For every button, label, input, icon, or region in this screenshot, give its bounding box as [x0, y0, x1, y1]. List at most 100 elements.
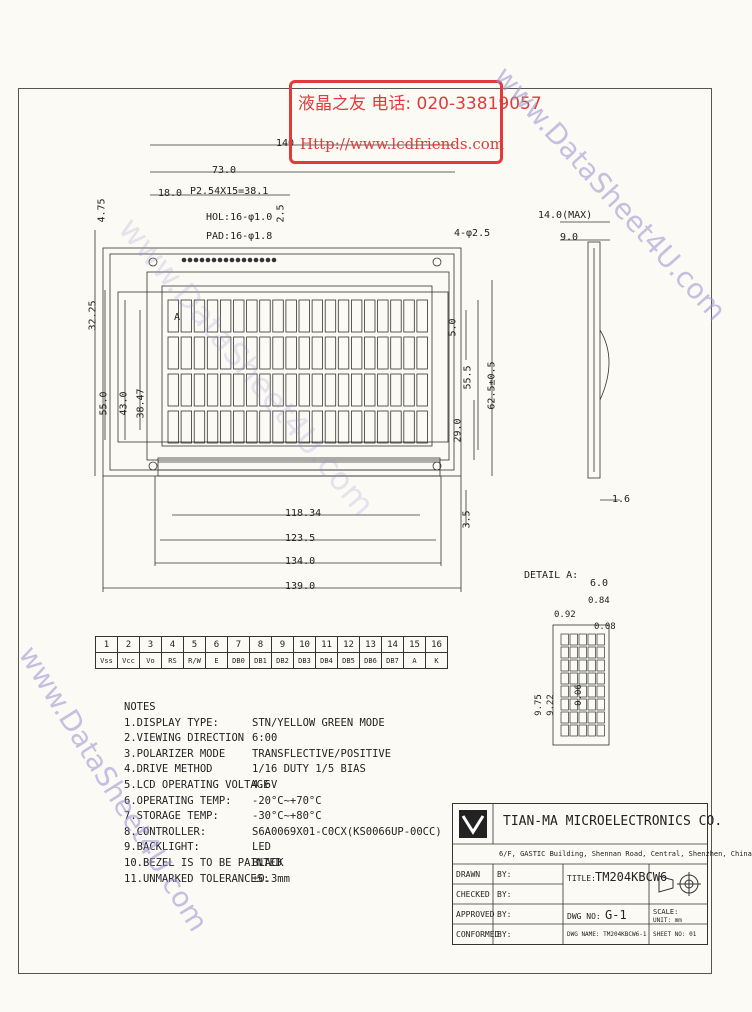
note-value: 1/16 DUTY 1/5 BIAS: [252, 763, 366, 776]
pin-number: 1: [95, 636, 118, 653]
character-cell: [364, 373, 376, 407]
drawn-label: DRAWN: [456, 870, 481, 879]
note-value: -20°C~+70°C: [252, 794, 322, 807]
dim-corner-hole: 4-φ2.5: [454, 228, 491, 239]
note-item: 9.BACKLIGHT:LED: [124, 840, 442, 856]
note-value: BLACK: [252, 856, 284, 869]
pin-number: 3: [139, 636, 162, 653]
detail-dot: [578, 724, 587, 737]
detail-dot: [587, 646, 596, 659]
dim-2-5: 2.5: [275, 204, 287, 223]
character-cell: [285, 410, 297, 444]
company-logo-icon: [459, 810, 487, 838]
detail-dot: [560, 724, 569, 737]
dim-139: 139.0: [285, 581, 316, 592]
character-cell: [377, 410, 389, 444]
character-cell: [206, 336, 219, 370]
pin-number: 12: [337, 636, 360, 653]
character-cell: [219, 373, 232, 407]
scale-label: SCALE:: [653, 908, 679, 916]
character-cell: [337, 373, 350, 407]
notes: NOTES 1.DISPLAY TYPE:STN/YELLOW GREEN MO…: [124, 700, 442, 887]
detail-dot: [587, 633, 596, 646]
character-cell: [416, 336, 428, 370]
character-cell: [377, 336, 389, 370]
character-cell: [272, 373, 284, 407]
character-cell: [246, 336, 258, 370]
detail-dot: [560, 646, 569, 659]
title-block: TIAN-MA MICROELECTRONICS CO. 6/F, GASTIC…: [452, 803, 752, 945]
character-cell: [259, 336, 271, 370]
conformed-label: CONFORMED: [456, 930, 500, 939]
character-cell: [246, 299, 258, 333]
detail-dot: [560, 633, 569, 646]
detail-dot: [569, 711, 578, 724]
character-cell: [337, 299, 350, 333]
pin-name: Vcc: [117, 652, 140, 669]
pin-name: DB4: [315, 652, 338, 669]
detail-0-84: 0.84: [588, 596, 610, 606]
pin-number: 5: [183, 636, 206, 653]
character-cell: [350, 373, 363, 407]
detail-dot: [560, 711, 569, 724]
detail-dot: [596, 633, 605, 646]
character-cell: [167, 336, 179, 370]
mechanical-drawing: [94, 144, 620, 746]
pin-name: Vo: [139, 652, 162, 669]
detail-dot: [578, 711, 587, 724]
note-key: 10.BEZEL IS TO BE PAINTED: [124, 856, 283, 869]
pin-name: DB7: [381, 652, 404, 669]
pin-name: DB3: [293, 652, 316, 669]
character-cell: [167, 373, 179, 407]
note-item: 8.CONTROLLER:S6A0069X01-C0CX(KS0066UP-00…: [124, 825, 442, 841]
character-cell: [180, 373, 193, 407]
dim-total-width: 140: [276, 138, 295, 149]
character-cell: [390, 373, 402, 407]
character-cell: [285, 336, 297, 370]
detail-6: 6.0: [590, 578, 609, 589]
detail-dot: [578, 659, 587, 672]
pin-name: A: [403, 652, 426, 669]
detail-dot: [578, 646, 587, 659]
detail-dot: [596, 672, 605, 685]
character-cell: [298, 299, 310, 333]
character-cell: [364, 410, 376, 444]
character-cell: [180, 299, 193, 333]
pin-name: RS: [161, 652, 184, 669]
character-cell: [206, 373, 219, 407]
character-cell: [350, 299, 363, 333]
dim-pitch: P2.54X15=38.1: [190, 186, 269, 197]
character-cell: [272, 299, 284, 333]
sheet-no: SHEET NO: 01: [653, 931, 697, 938]
note-key: 3.POLARIZER MODE: [124, 747, 226, 760]
character-cell: [219, 299, 232, 333]
detail-dot: [560, 672, 569, 685]
detail-dot: [587, 711, 596, 724]
character-cell: [193, 410, 206, 444]
character-cell: [233, 373, 245, 407]
detail-dot: [596, 698, 605, 711]
dim-118-34: 118.34: [285, 508, 322, 519]
stamp-url[interactable]: Http://www.lcdfriends.com: [300, 135, 504, 153]
pin-number: 2: [117, 636, 140, 653]
drawn-by: BY:: [497, 870, 512, 879]
character-cell: [298, 410, 310, 444]
dim-4-75: 4.75: [96, 198, 108, 223]
detail-dot: [569, 633, 578, 646]
detail-dot: [587, 685, 596, 698]
character-cell: [377, 373, 389, 407]
drawing-border: [18, 88, 712, 974]
dim-pad: PAD:16-φ1.8: [206, 231, 273, 242]
stamp-phone: 液晶之友 电话: 020-33819057: [298, 94, 542, 114]
character-cell: [416, 373, 428, 407]
dim-43: 43.0: [118, 391, 130, 416]
detail-dot: [596, 685, 605, 698]
pin-number: 15: [403, 636, 426, 653]
